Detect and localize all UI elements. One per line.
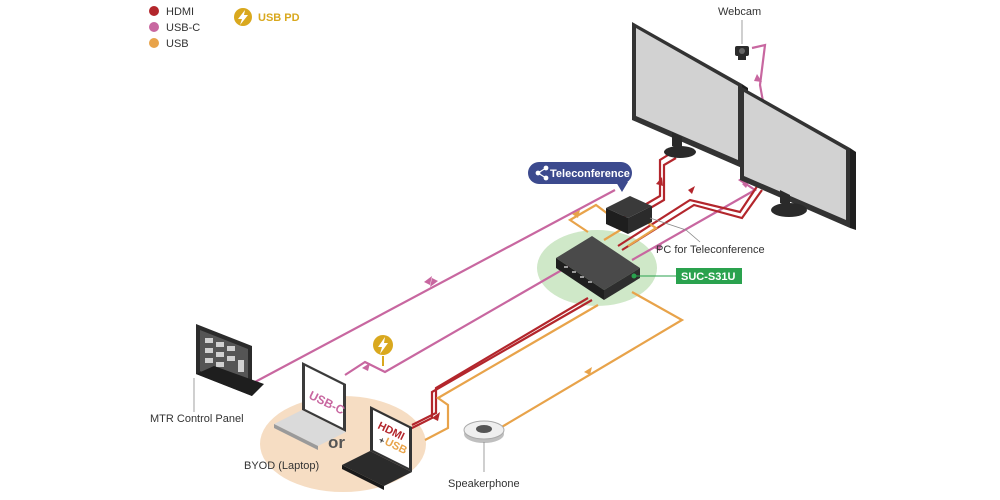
- share-icon: [535, 165, 549, 181]
- arrow-usbc-3: [362, 363, 370, 371]
- legend-dot-usb: [149, 38, 159, 48]
- legend-hdmi: HDMI: [166, 6, 194, 18]
- arrow-hdmi-1: [432, 412, 440, 421]
- byod-label: BYOD (Laptop): [244, 460, 319, 472]
- direction-arrows: [362, 74, 762, 421]
- arrow-hdmi-3: [688, 186, 695, 194]
- legend: HDMI USB-C USB USB PD: [149, 6, 300, 50]
- mtr-label: MTR Control Panel: [150, 413, 244, 425]
- cable-hdmi-suc-monitor2-b: [621, 189, 763, 251]
- arrow-usbc-5: [754, 74, 762, 82]
- laptop-usbc: USB-C: [274, 362, 347, 450]
- arrow-usb-2: [572, 210, 580, 218]
- teleconference-label: Teleconference: [550, 168, 630, 180]
- legend-dot-hdmi: [149, 6, 159, 16]
- suc-label: SUC-S31U: [681, 271, 735, 283]
- pc-device: [606, 196, 652, 234]
- speakerphone-device: [463, 420, 505, 443]
- teleconference-badge: Teleconference: [528, 162, 632, 192]
- cable-usbc-laptop-suc: [344, 247, 601, 376]
- cable-hdmi-laptop-suc: [407, 299, 593, 431]
- legend-usb: USB: [166, 38, 189, 50]
- webcam-device: [735, 46, 749, 60]
- laptop-hdmi-usb: HDMI + USB: [342, 406, 412, 490]
- mtr-panel-device: [196, 324, 264, 396]
- cable-usb-laptop-suc: [424, 304, 599, 441]
- suc-switch: [556, 236, 640, 300]
- legend-lightning-bolt-icon: [238, 10, 248, 25]
- arrow-usbc-2: [430, 278, 438, 287]
- or-label: or: [328, 433, 345, 452]
- arrow-usb-1: [584, 367, 592, 375]
- cable-usb-speakerphone-suc: [499, 291, 685, 429]
- pc-label: PC for Teleconference: [656, 244, 765, 256]
- monitor-2: [740, 86, 856, 230]
- usbpd-marker: [373, 335, 393, 366]
- arrow-hdmi-2: [656, 177, 663, 186]
- leader-lines: [193, 20, 743, 472]
- legend-usbpd: USB PD: [258, 12, 300, 24]
- cable-hdmi-suc-monitor2: [617, 184, 759, 247]
- cable-hdmi-laptop-suc-2: [411, 297, 589, 426]
- arrow-usbc-1: [424, 276, 432, 285]
- lightning-bolt-icon: [378, 337, 388, 354]
- legend-dot-usbc: [149, 22, 159, 32]
- speakerphone-label: Speakerphone: [448, 478, 520, 490]
- webcam-label: Webcam: [718, 6, 761, 18]
- arrow-usbc-4: [654, 243, 662, 251]
- cable-usb-pc-suc: [567, 203, 609, 233]
- laptop-plus-screen-text: +: [377, 435, 386, 446]
- legend-usbc: USB-C: [166, 22, 200, 34]
- monitor-1: [632, 22, 748, 170]
- cable-usbc-mtr-pc: [254, 189, 616, 383]
- suc-badge: SUC-S31U: [635, 268, 742, 284]
